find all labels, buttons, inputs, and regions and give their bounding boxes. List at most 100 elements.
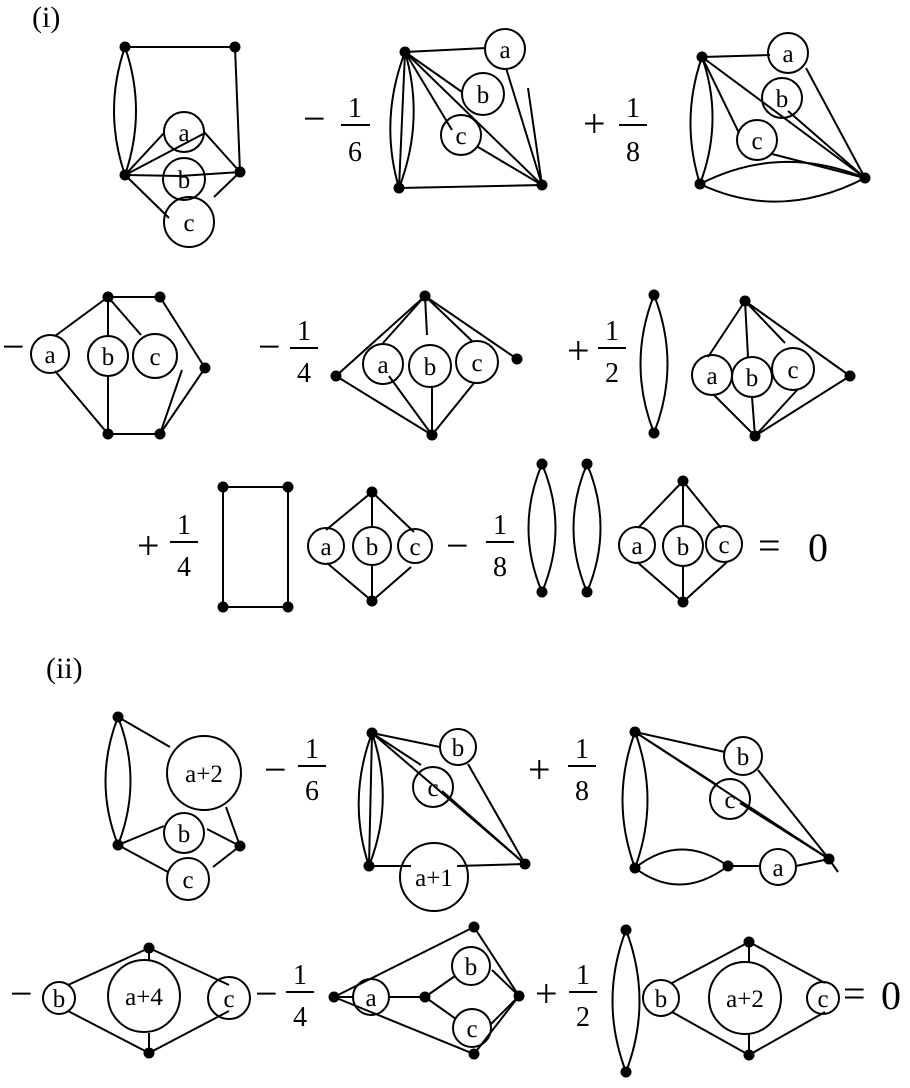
circle-label-c: c (724, 787, 735, 814)
equals-sign: = (758, 523, 781, 568)
circle-label-c: c (471, 350, 482, 377)
circle-a (618, 526, 656, 564)
circle-c (166, 857, 210, 901)
circle-c (452, 1008, 492, 1048)
circle-a (307, 527, 345, 565)
denominator: 4 (293, 1002, 307, 1033)
circle-label-b: b (655, 986, 668, 1013)
graph-i-8: a b c (618, 475, 743, 608)
denominator: 2 (576, 1002, 590, 1033)
circle-b (642, 979, 680, 1017)
circle-label-c: c (182, 867, 193, 894)
circle-label-b: b (465, 954, 478, 981)
denominator: 8 (493, 552, 507, 583)
numerator: 1 (293, 960, 307, 991)
circle-a-plus-4 (107, 959, 181, 1033)
circle-label-b: b (424, 354, 437, 381)
minus-sign: − (264, 747, 287, 792)
bubble-i-2 (527, 458, 557, 598)
graph-ii-2: b c a+1 (357, 727, 531, 912)
circle-label-a-plus-2: a+2 (726, 986, 764, 1013)
plus-sign: + (583, 101, 606, 146)
circle-label-c: c (223, 986, 234, 1013)
circle-c (163, 196, 215, 248)
circle-b (163, 812, 205, 854)
part-i-label: (i) (32, 1, 60, 34)
zero: 0 (881, 973, 901, 1018)
circle-label-c: c (817, 986, 828, 1013)
graph-i-3: a b c (689, 32, 871, 203)
graph-ii-5: a b c (328, 921, 525, 1060)
fraction-one-sixth: 1 6 (298, 734, 326, 807)
bubble-i-1 (639, 289, 669, 439)
denominator: 8 (575, 776, 589, 807)
minus-sign: − (255, 971, 278, 1016)
circle-c (440, 114, 482, 156)
circle-b (352, 526, 392, 566)
circle-label-a-plus-1: a+1 (415, 865, 453, 892)
plus-sign: + (137, 523, 160, 568)
graph-ii-4: b a+4 c (42, 942, 251, 1059)
minus-sign: − (446, 523, 469, 568)
graph-i-5: a b c (330, 290, 523, 441)
graph-i-1: a b c (113, 41, 246, 248)
circle-a-plus-1 (399, 842, 469, 912)
circle-c (736, 119, 778, 161)
denominator: 6 (348, 137, 362, 168)
denominator: 6 (305, 776, 319, 807)
part-ii-label: (ii) (46, 652, 83, 685)
minus-sign: − (258, 324, 281, 369)
circle-label-b: b (746, 365, 759, 392)
numerator: 1 (493, 510, 507, 541)
graph-i-4: a b c (30, 291, 211, 440)
circle-label-a-plus-2: a+2 (185, 761, 223, 788)
circle-label-a: a (178, 120, 189, 147)
circle-c (397, 528, 433, 564)
circle-b (761, 77, 803, 119)
graph-ii-3: b c a (621, 726, 839, 886)
numerator: 1 (626, 93, 640, 124)
fraction-one-quarter: 1 4 (286, 960, 314, 1033)
numerator: 1 (576, 960, 590, 991)
circle-c (771, 347, 815, 391)
numerator: 1 (177, 510, 191, 541)
fraction-one-sixth: 1 6 (341, 93, 370, 168)
circle-label-c: c (751, 128, 762, 155)
numerator: 1 (575, 734, 589, 765)
circle-c (806, 981, 840, 1015)
circle-label-b: b (178, 167, 191, 194)
circle-a (362, 343, 404, 385)
circle-a (767, 32, 809, 74)
circle-label-a: a (44, 342, 55, 369)
circle-label-a: a (365, 985, 376, 1012)
circle-b (439, 728, 477, 766)
circle-b (87, 335, 129, 377)
circle-b (723, 736, 763, 776)
circle-label-b: b (452, 735, 465, 762)
circle-label-a: a (631, 533, 642, 560)
circle-b (461, 72, 505, 116)
circle-c (705, 525, 743, 563)
circle-b (42, 981, 76, 1015)
denominator: 4 (177, 552, 191, 583)
fraction-one-eighth: 1 8 (486, 510, 514, 583)
circle-label-b: b (477, 82, 490, 109)
equals-sign: = (843, 971, 866, 1016)
circle-label-b: b (737, 744, 750, 771)
circle-label-c: c (718, 532, 729, 559)
circle-a (759, 848, 797, 886)
bubble-ii-1 (611, 924, 641, 1078)
circle-c (709, 778, 751, 820)
circle-label-c: c (183, 210, 194, 237)
circle-b (162, 157, 206, 201)
numerator: 1 (348, 93, 362, 124)
circle-a (484, 28, 526, 70)
circle-label-a: a (499, 37, 510, 64)
fraction-one-half: 1 2 (569, 960, 597, 1033)
circle-a-plus-2 (166, 735, 242, 811)
graph-ii-1: a+2 b c (104, 711, 246, 901)
rectangle-graph (217, 481, 294, 613)
circle-label-a: a (377, 352, 388, 379)
numerator: 1 (305, 734, 319, 765)
